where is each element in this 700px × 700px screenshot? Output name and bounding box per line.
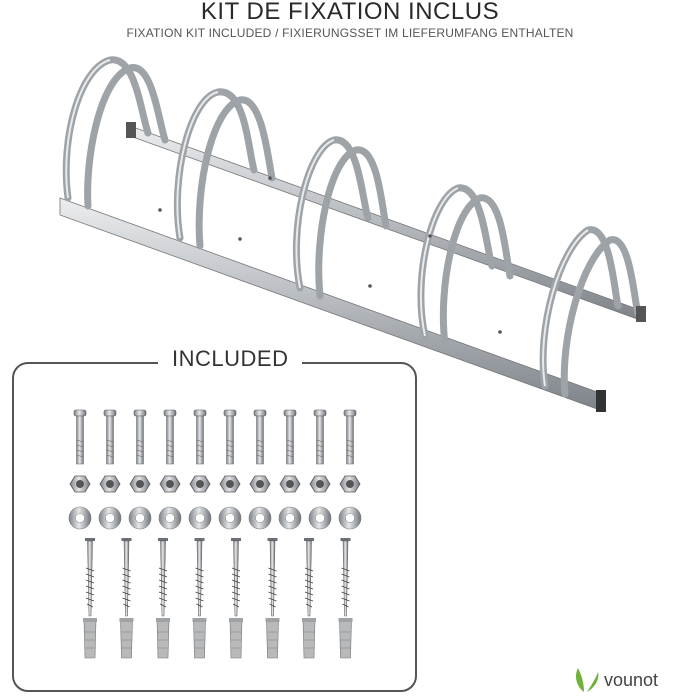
- bolt-item: [193, 409, 207, 465]
- nut-item: [339, 475, 361, 493]
- screw-item: [340, 537, 351, 617]
- washer-item: [338, 506, 362, 530]
- hardware-kit-illustration: [68, 409, 362, 659]
- screw-item: [194, 537, 205, 617]
- nut-item: [279, 475, 301, 493]
- bolt-item: [103, 409, 117, 465]
- washer-item: [68, 506, 92, 530]
- bolt-item: [163, 409, 177, 465]
- screw-item: [157, 537, 169, 617]
- nut-item: [249, 475, 271, 493]
- screw-item: [303, 537, 315, 617]
- page-subtitle: FIXATION KIT INCLUDED / FIXIERUNGSSET IM…: [126, 26, 574, 40]
- plug-item: [119, 617, 134, 659]
- washer-item: [218, 506, 242, 530]
- washer-item: [158, 506, 182, 530]
- nut-item: [69, 475, 91, 493]
- brand-logo: vounot: [572, 666, 692, 696]
- nut-item: [99, 475, 121, 493]
- plug-item: [192, 617, 207, 659]
- page-title: KIT DE FIXATION INCLUS: [200, 0, 500, 25]
- leaf-icon: [576, 668, 599, 692]
- screw-item: [121, 537, 132, 617]
- bolt-item: [343, 409, 357, 465]
- bolt-item: [223, 409, 237, 465]
- washer-item: [128, 506, 152, 530]
- nut-item: [219, 475, 241, 493]
- plug-item: [228, 617, 244, 659]
- included-label: INCLUDED: [158, 346, 303, 372]
- washer-item: [188, 506, 212, 530]
- brand-name: vounot: [604, 670, 659, 690]
- plug-item: [155, 617, 171, 659]
- bolt-item: [283, 409, 297, 465]
- nut-item: [159, 475, 181, 493]
- nut-item: [309, 475, 331, 493]
- plug-item: [338, 617, 353, 659]
- washer-item: [248, 506, 272, 530]
- washer-item: [98, 506, 122, 530]
- bolt-item: [133, 409, 147, 465]
- screw-item: [267, 537, 278, 617]
- nut-item: [189, 475, 211, 493]
- bolt-item: [253, 409, 267, 465]
- bike-rack-image: [59, 56, 646, 412]
- bolt-item: [73, 409, 87, 465]
- screw-item: [84, 537, 96, 617]
- screw-item: [230, 537, 242, 617]
- washer-item: [308, 506, 332, 530]
- plug-item: [301, 617, 317, 659]
- washer-item: [278, 506, 302, 530]
- plug-item: [265, 617, 280, 659]
- bolt-item: [313, 409, 327, 465]
- nut-item: [129, 475, 151, 493]
- plug-item: [82, 617, 98, 659]
